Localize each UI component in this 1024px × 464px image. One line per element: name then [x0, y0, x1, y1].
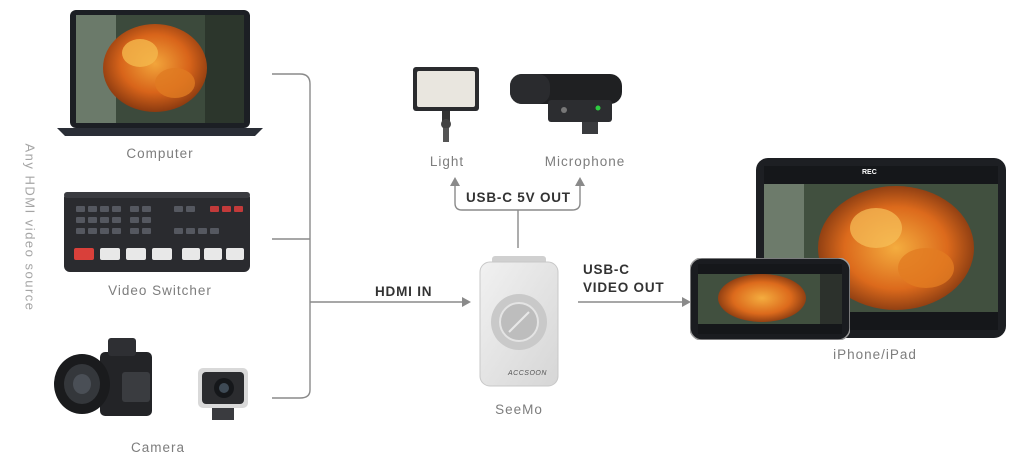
usbc-video-label-line2: VIDEO OUT [583, 280, 665, 295]
seemo-brand-mark: ACCSOON [508, 370, 547, 377]
video-out-arrowhead [682, 297, 691, 307]
light-image [413, 67, 479, 142]
light-caption: Light [429, 154, 465, 169]
computer-image [57, 10, 263, 136]
microphone-arrowhead [575, 177, 585, 186]
hdmi-in-arrowhead [462, 297, 471, 307]
video-switcher-caption: Video Switcher [108, 283, 212, 298]
camera-image [54, 338, 248, 420]
hdmi-in-label: HDMI IN [375, 284, 433, 299]
iphone-image [690, 258, 850, 340]
source-bracket [272, 73, 311, 399]
iphone-ipad-caption: iPhone/iPad [833, 347, 917, 362]
ipad-rec-indicator: REC [862, 169, 877, 176]
usbc-video-label-line1: USB-C [583, 262, 630, 277]
light-arrowhead [450, 177, 460, 186]
computer-caption: Computer [126, 146, 194, 161]
camera-caption: Camera [130, 440, 185, 455]
usbc-power-label: USB-C 5V OUT [466, 190, 571, 205]
usbc-power-branch [454, 180, 581, 211]
seemo-device-image [479, 256, 559, 387]
video-switcher-image [64, 192, 250, 272]
seemo-caption: SeeMo [495, 402, 543, 417]
microphone-caption: Microphone [544, 154, 626, 169]
microphone-image [510, 74, 622, 134]
